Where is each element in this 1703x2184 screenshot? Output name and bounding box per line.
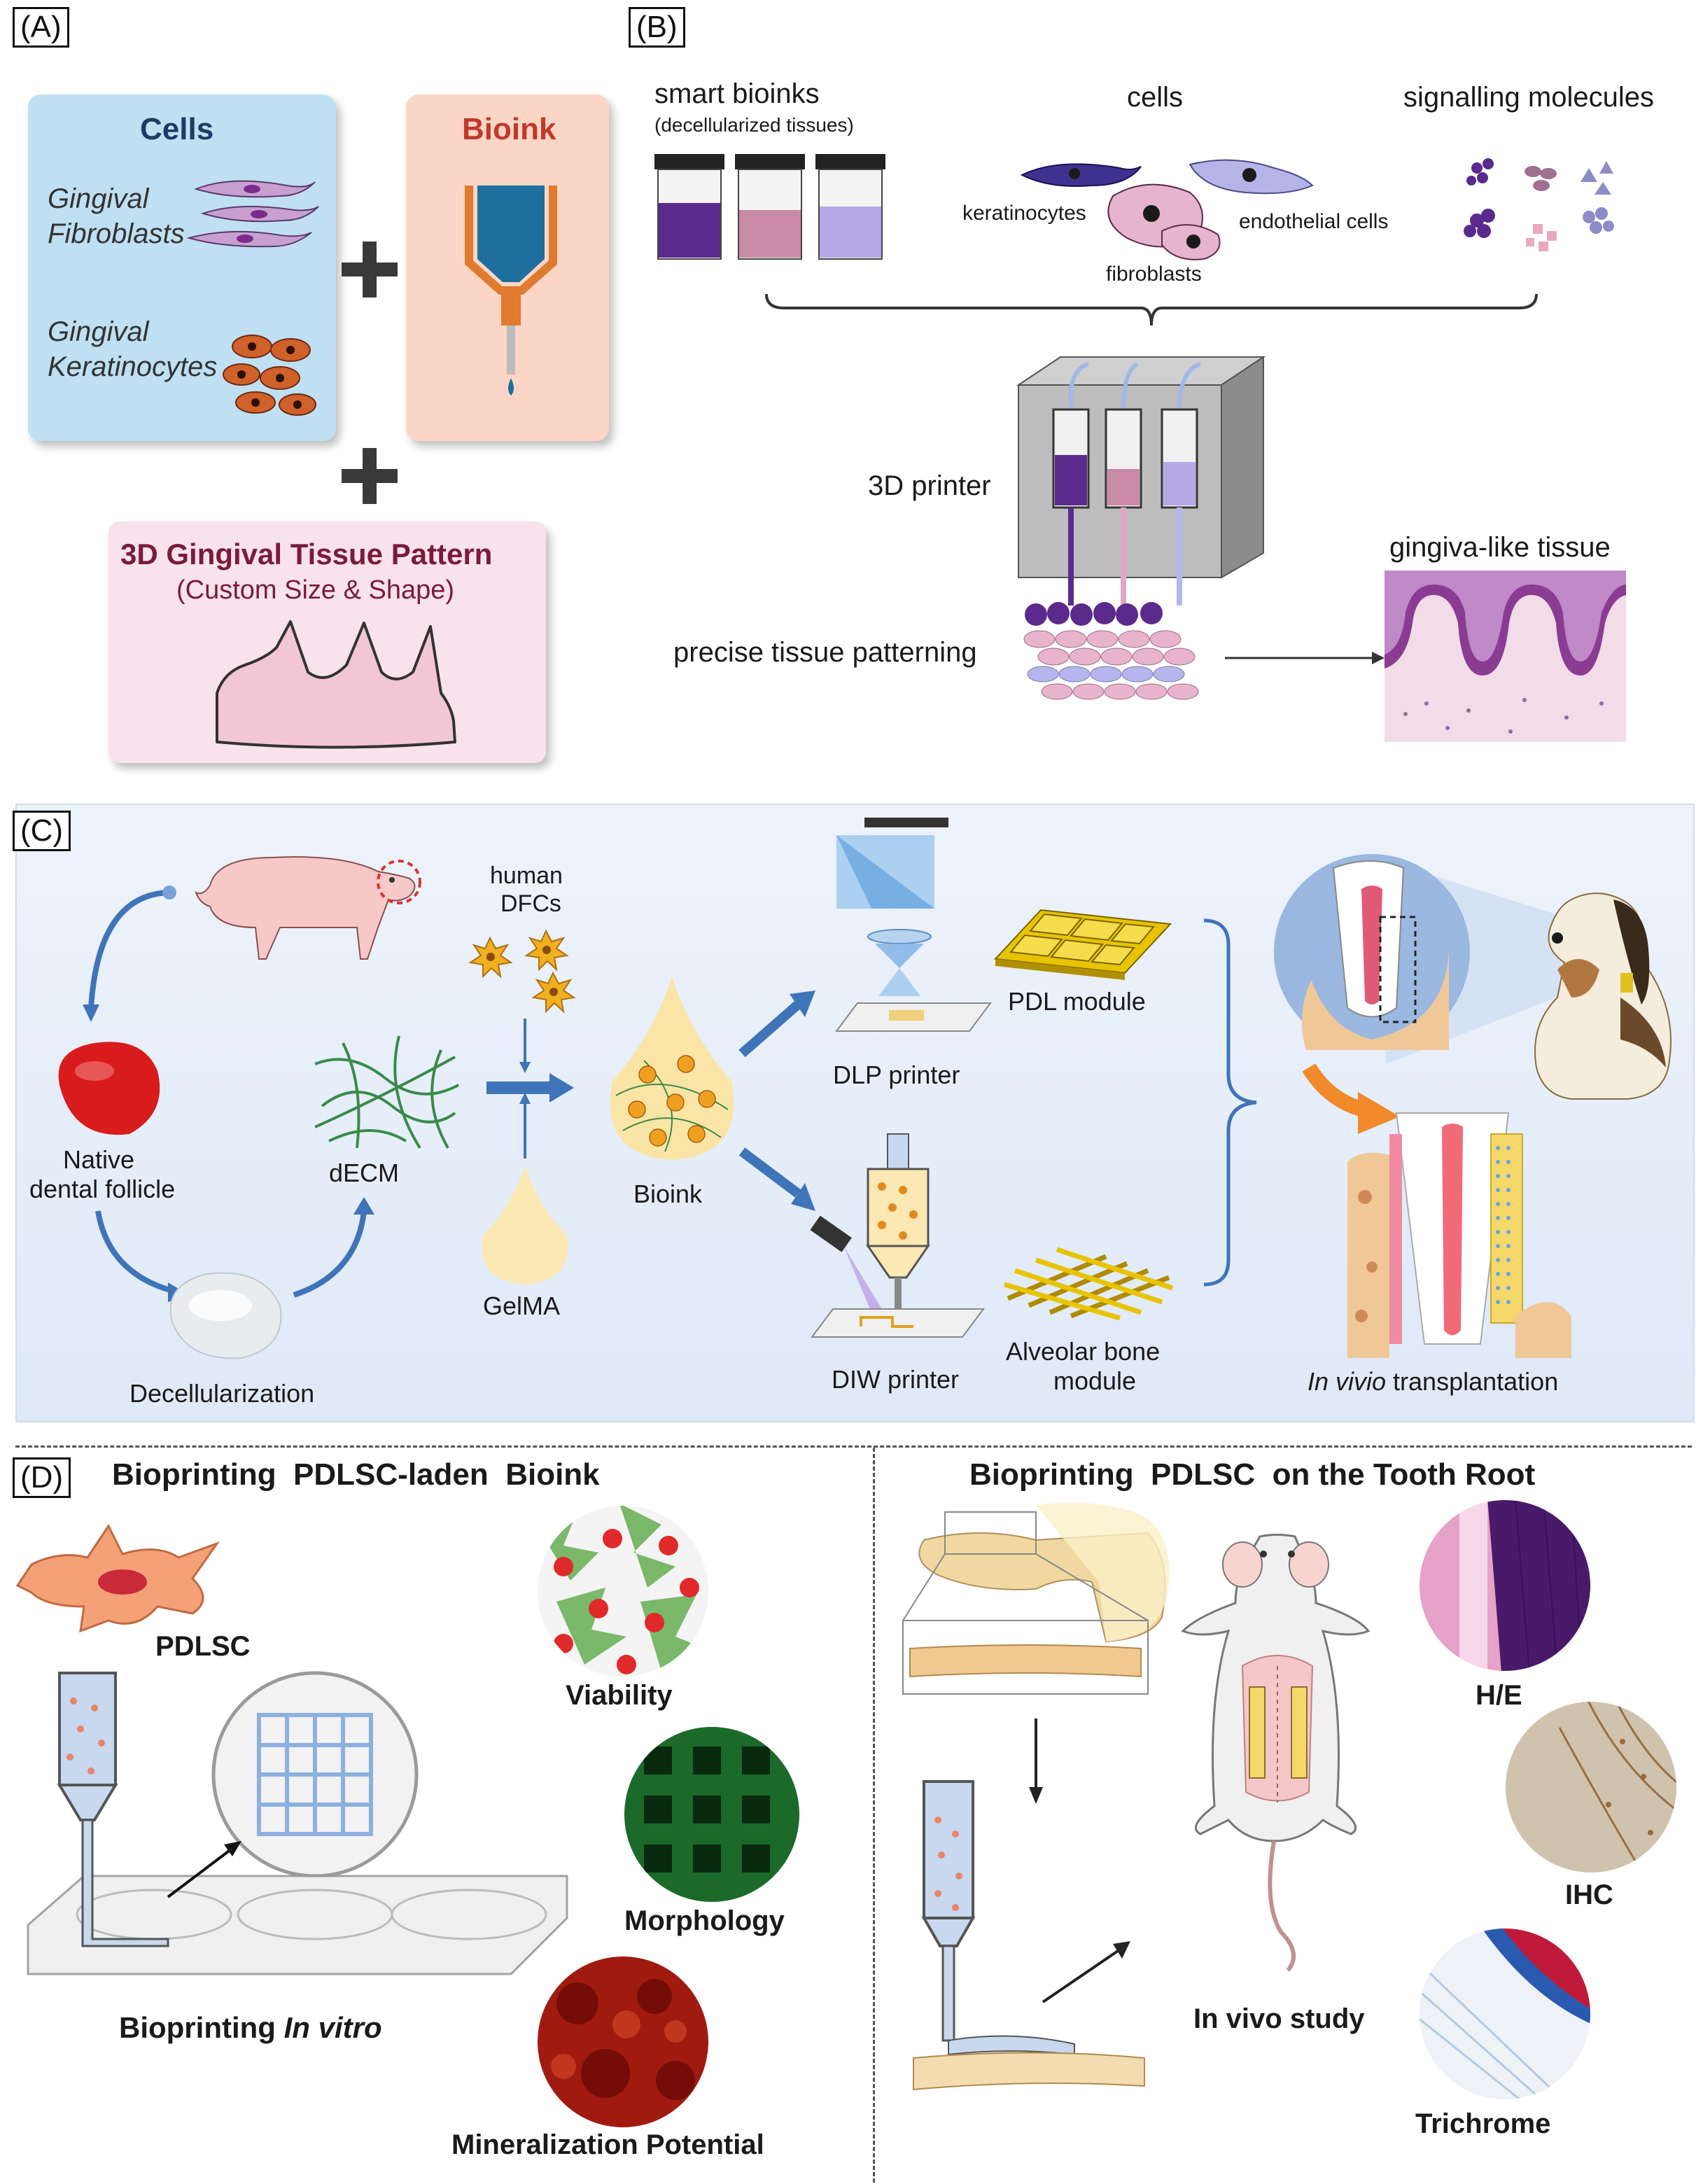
gelma-label: GelMA: [483, 1292, 561, 1320]
panel-b-label: (B): [629, 7, 685, 48]
orange-arrow: [1302, 1063, 1400, 1134]
fibroblasts-label: fibroblasts: [1106, 262, 1202, 286]
dfcs-label: DFCs: [500, 890, 561, 917]
syringe-on-root-illustration: [913, 1780, 1145, 2091]
pdl-module-illustration: [993, 909, 1172, 980]
morphology-label: Morphology: [624, 1905, 785, 1936]
cell-types-illustration: [1020, 159, 1314, 260]
tissue-pattern-title: 3D Gingival Tissue Pattern: [120, 538, 493, 570]
tissue-layers-illustration: [1023, 602, 1199, 700]
bioprinting-text: Bioprinting: [119, 2011, 284, 2044]
bioink-drop: [610, 976, 734, 1160]
merge-arrows: [486, 1018, 574, 1158]
dfc-cells-illustration: [468, 929, 576, 1014]
bracket-line: [765, 293, 1538, 326]
mineralization-label: Mineralization Potential: [451, 2129, 764, 2160]
bioink-c-label: Bioink: [633, 1180, 703, 1208]
plus-icon-1: [342, 241, 398, 298]
down-arrow: [1029, 1718, 1043, 1804]
split-arrows: [738, 990, 815, 1211]
dlp-printer-illustration: [835, 818, 992, 1032]
decm-label: dECM: [329, 1158, 400, 1187]
fibroblasts-line1: Gingival: [48, 183, 149, 214]
pdl-module-label: PDL module: [1008, 987, 1146, 1016]
alveolar-label-line2: module: [1053, 1366, 1137, 1395]
decellularized-label: (decellularized tissues): [654, 114, 854, 136]
panel-a-label: (A): [13, 7, 69, 48]
in-vivo-italic: In vivio: [1308, 1367, 1387, 1396]
gelma-drop: [482, 1166, 568, 1284]
endothelial-cells-label: endothelial cells: [1239, 210, 1389, 233]
fibroblasts-line2: Fibroblasts: [48, 218, 185, 249]
panel-d-top-divider: [15, 1446, 1692, 1448]
ihc-label: IHC: [1565, 1879, 1613, 1910]
mineralization-image: [538, 1956, 708, 2127]
arrow-to-tissue: [1225, 652, 1385, 664]
keratinocyte-cells-illustration: [223, 335, 316, 416]
decellularization-label: Decellularization: [129, 1379, 315, 1408]
patterning-label: precise tissue patterning: [673, 637, 977, 668]
alveolar-label-line1: Alveolar bone: [1006, 1337, 1161, 1366]
bioink-title: Bioink: [462, 112, 556, 146]
smart-bioinks-label: smart bioinks: [654, 78, 820, 109]
viability-image: [538, 1506, 708, 1676]
signalling-molecules-illustration: [1464, 158, 1614, 251]
native-label-line2: dental follicle: [29, 1175, 176, 1203]
tissue-pattern-subtitle: (Custom Size & Shape): [176, 575, 455, 605]
panel-d-right-title: Bioprinting PDLSC on the Tooth Root: [969, 1457, 1536, 1492]
pdlsc-cell-illustration: [15, 1524, 220, 1633]
3d-printer-illustration: [1016, 356, 1266, 609]
panel-d-left-title: Bioprinting PDLSC-laden Bioink: [112, 1457, 600, 1492]
dog-illustration: [1534, 892, 1672, 1100]
trichrome-label: Trichrome: [1415, 2108, 1551, 2139]
morphology-image: [624, 1727, 799, 1902]
bioprinting-setup-illustration: [27, 1671, 568, 1975]
in-vivo-study-label: In vivo study: [1193, 2003, 1365, 2034]
pig-illustration: [195, 856, 421, 960]
fibroblast-cells-illustration: [186, 180, 319, 248]
he-image: [1420, 1500, 1590, 1671]
keratinocytes-line1: Gingival: [48, 316, 149, 347]
keratinocytes-line2: Keratinocytes: [48, 351, 218, 382]
in-vivo-transplantation-label: In vivio transplantation: [1308, 1367, 1558, 1396]
transplantation-text: transplantation: [1386, 1367, 1559, 1396]
bioink-jars-illustration: [654, 154, 885, 260]
tooth-root-illustration: [902, 1502, 1170, 1695]
cells-title: Cells: [140, 112, 214, 146]
dental-follicle-image: [58, 1042, 160, 1135]
3d-printer-label: 3D printer: [868, 470, 991, 501]
tooth-zoom-illustration: [1274, 854, 1623, 1064]
human-label: human: [490, 862, 563, 889]
decm-fibers-illustration: [314, 1035, 459, 1149]
diw-label: DIW printer: [832, 1365, 960, 1394]
keratinocytes-label: keratinocytes: [962, 202, 1086, 225]
plus-icon-2: [342, 448, 398, 504]
bioprinting-in-vitro-label: Bioprinting In vitro: [119, 2011, 382, 2045]
panel-d-label: (D): [13, 1457, 71, 1498]
gingiva-histology-image: [1385, 570, 1626, 742]
decellularized-tissue-image: [169, 1272, 282, 1359]
he-label: H/E: [1476, 1680, 1522, 1711]
cells-label: cells: [1127, 82, 1184, 113]
native-label-line1: Native: [63, 1145, 135, 1174]
alveolar-module-illustration: [1004, 1247, 1174, 1321]
implant-illustration: [1347, 1112, 1571, 1358]
diw-printer-illustration: [810, 1133, 985, 1338]
pdlsc-label: PDLSC: [155, 1631, 251, 1662]
bioink-nozzle-icon: [465, 186, 557, 396]
panel-c-label: (C): [13, 811, 71, 851]
in-vitro-text: In vitro: [283, 2011, 382, 2044]
trichrome-image: [1420, 1928, 1590, 2099]
rat-illustration: [1181, 1534, 1371, 1972]
ihc-image: [1506, 1702, 1676, 1872]
panel-d-vertical-divider: [873, 1448, 875, 2183]
curly-bracket: [1203, 918, 1257, 1287]
gingiva-like-label: gingiva-like tissue: [1389, 532, 1611, 563]
dlp-label: DLP printer: [833, 1060, 960, 1089]
tissue-pattern-shape: [216, 620, 456, 749]
viability-label: Viability: [566, 1680, 673, 1711]
signalling-molecules-label: signalling molecules: [1403, 82, 1654, 113]
